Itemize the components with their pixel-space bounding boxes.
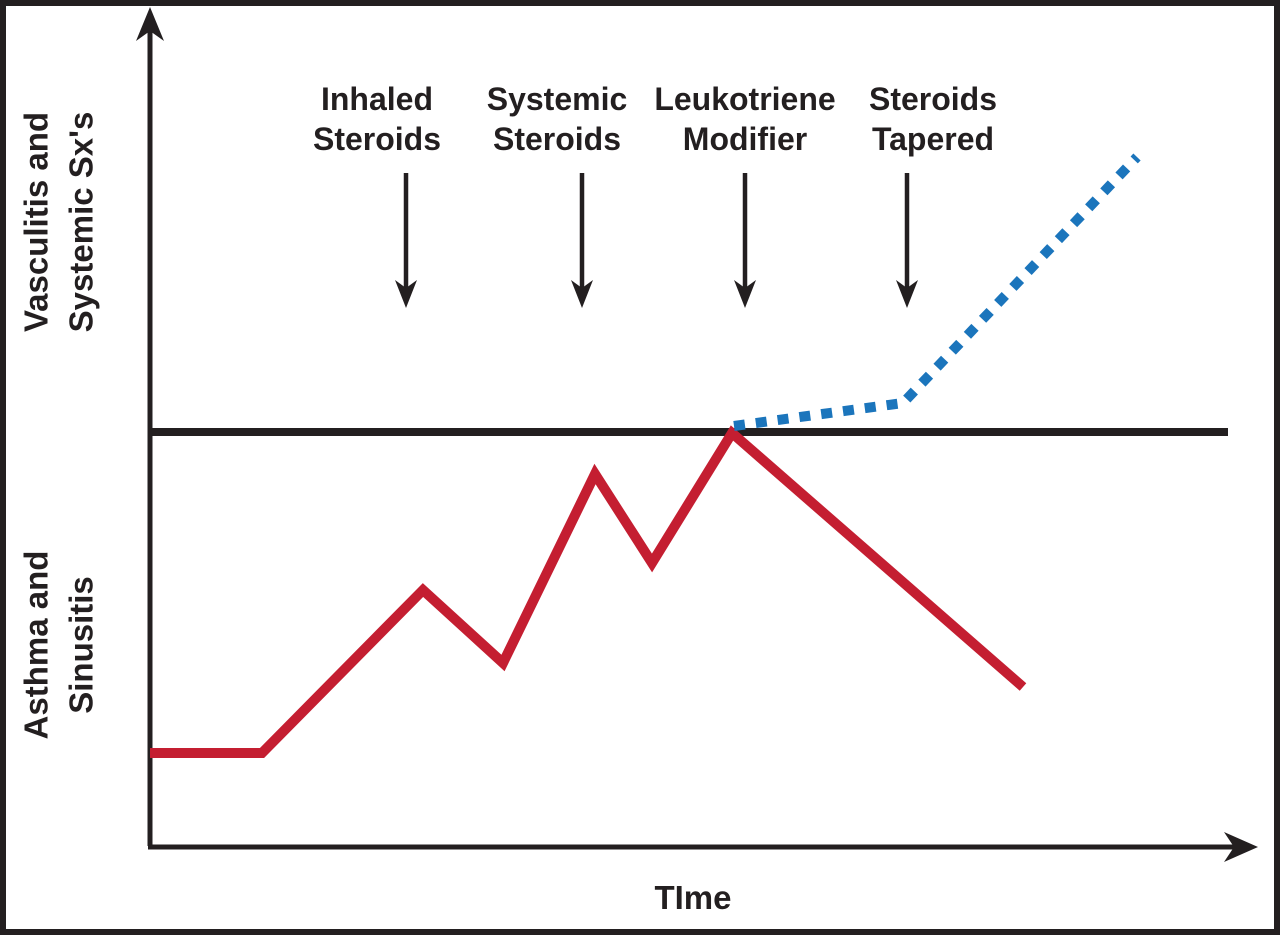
annotation-arrowhead-icon — [571, 280, 593, 308]
annotation-label-line2: Steroids — [313, 121, 441, 157]
annotation-label-line2: Tapered — [872, 121, 994, 157]
therapy-annotations: InhaledSteroidsSystemicSteroidsLeukotrie… — [313, 81, 997, 308]
annotation-label-line1: Leukotriene — [654, 81, 835, 117]
annotation-arrowhead-icon — [896, 280, 918, 308]
x-axis-title: TIme — [654, 879, 731, 916]
annotation-label-line1: Systemic — [487, 81, 628, 117]
y-axis-arrowhead-icon — [136, 7, 164, 41]
annotation-label-line1: Steroids — [869, 81, 997, 117]
upper-y-axis-label-line2: Systemic Sx's — [63, 112, 100, 333]
annotation-label-line2: Steroids — [493, 121, 621, 157]
lower-y-axis-label-line1: Asthma and — [18, 551, 55, 740]
upper-y-axis-label: Vasculitis and Systemic Sx's — [18, 112, 100, 333]
lower-y-axis-label-line2: Sinusitis — [63, 576, 100, 714]
annotation-label-line1: Inhaled — [321, 81, 433, 117]
annotation-arrowhead-icon — [734, 280, 756, 308]
x-axis-arrowhead-icon — [1224, 832, 1258, 862]
asthma-sinusitis-line — [150, 425, 1027, 758]
upper-y-axis-label-line1: Vasculitis and — [18, 112, 55, 332]
lower-y-axis-label: Asthma and Sinusitis — [18, 551, 100, 740]
annotation-label-line2: Modifier — [683, 121, 807, 157]
annotation-arrowhead-icon — [395, 280, 417, 308]
vasculitis-dotted-line — [733, 153, 1141, 431]
